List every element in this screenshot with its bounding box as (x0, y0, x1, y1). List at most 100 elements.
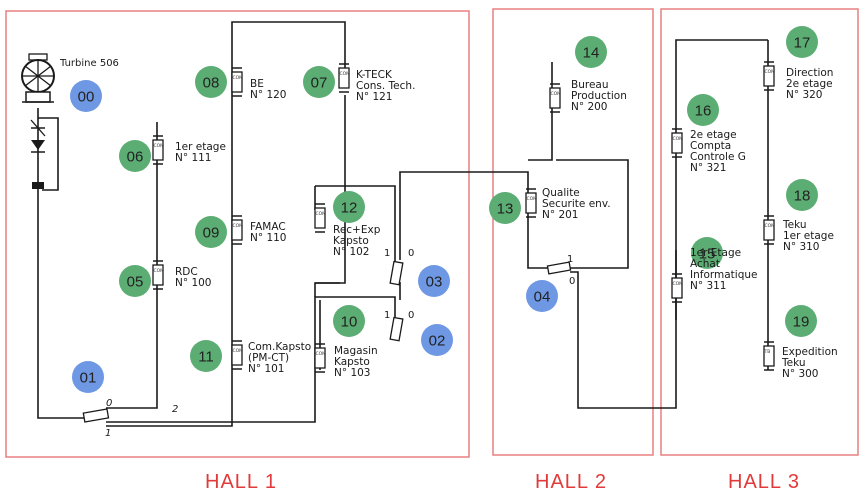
node-label-line: Direction (786, 67, 833, 79)
svg-text:1: 1 (105, 428, 111, 439)
node-circle (333, 305, 365, 337)
svg-text:1: 1 (384, 310, 390, 321)
node-circle (190, 340, 222, 372)
node-label-line: N° 320 (786, 89, 822, 101)
node-label-line: Teku (782, 219, 807, 231)
node-label-line: Achat (690, 258, 720, 270)
node-label-line: Cons. Tech. (356, 80, 415, 92)
node-circle (421, 324, 453, 356)
node-circle (72, 361, 104, 393)
node-label-line: N° 100 (175, 277, 211, 289)
node-label-line: N° 201 (542, 209, 578, 221)
diode-icon (30, 119, 46, 189)
com-tag: COM (673, 281, 684, 287)
node-label-line: Qualite (542, 187, 580, 199)
node-label-line: Rec+Exp (333, 224, 381, 236)
com-device-05: COM (152, 260, 164, 290)
node-circle (70, 80, 102, 112)
wire-turbine-feed (37, 108, 85, 419)
turbine-label: Turbine 506 (59, 58, 119, 69)
node-number: 18 (794, 188, 811, 205)
com-device-19: TB (763, 341, 775, 371)
node-circle (418, 265, 450, 297)
node-label-line: N° 300 (782, 368, 818, 380)
com-device-17: COM (763, 61, 775, 91)
node-number: 01 (80, 370, 97, 387)
node-circle (333, 191, 365, 223)
com-device-07: COM (338, 63, 350, 93)
node-03[interactable]: 03 (418, 265, 450, 297)
svg-text:0: 0 (408, 310, 414, 321)
node-circle (489, 192, 521, 224)
hall-3-title: HALL 3 (728, 471, 800, 493)
node-label-line: 1er etage (783, 230, 834, 242)
com-tag: COM (233, 75, 244, 81)
node-circle (687, 94, 719, 126)
node-number: 12 (341, 200, 358, 217)
com-tag: COM (527, 196, 538, 202)
node-label-line: Bureau (571, 79, 609, 91)
com-device-16: COM (671, 128, 683, 158)
node-label-line: 1er Etage (690, 247, 741, 259)
node-number: 06 (127, 149, 144, 166)
switch-01: 0 1 2 (82, 398, 178, 439)
node-02[interactable]: 02 (421, 324, 453, 356)
node-label-line: 2e etage (786, 78, 833, 90)
node-04[interactable]: 04 (526, 280, 558, 312)
node-number: 14 (583, 45, 600, 62)
node-01[interactable]: 01 (72, 361, 104, 393)
com-device-08: COM (231, 67, 244, 97)
node-label-line: Production (571, 90, 627, 102)
com-tag: TB (764, 349, 771, 355)
node-number: 11 (198, 349, 214, 366)
com-tag: COM (233, 348, 244, 354)
node-label-line: N° 110 (250, 232, 286, 244)
node-label-line: N° 101 (248, 363, 284, 375)
node-number: 00 (78, 89, 95, 106)
wire-12-to-03 (315, 185, 396, 262)
node-number: 15 (699, 246, 716, 263)
switch-04: 1 0 (546, 254, 575, 287)
node-circle (575, 36, 607, 68)
node-number: 13 (497, 201, 514, 218)
node-number: 07 (311, 75, 328, 92)
node-label-line: K-TECK (356, 69, 393, 81)
node-circle (691, 237, 723, 269)
node-label-line: Informatique (690, 269, 757, 281)
node-label-line: N° 102 (333, 246, 369, 258)
wire-turbine-bypass (38, 117, 59, 191)
node-number: 10 (341, 314, 358, 331)
com-device-13: COM (525, 188, 538, 218)
node-number: 05 (127, 274, 144, 291)
wire-hall1-hall2 (399, 171, 552, 269)
com-device-11: COM (231, 340, 244, 370)
node-label-line: Com.Kapsto (248, 341, 311, 353)
wire-05-06 (106, 122, 158, 409)
node-circle (786, 179, 818, 211)
node-label-line: N° 200 (571, 101, 607, 113)
node-label-line: Expedition (782, 346, 838, 358)
node-number: 17 (794, 35, 811, 52)
node-label-line: Kapsto (333, 235, 369, 247)
com-device-18: COM (763, 215, 775, 245)
node-label-line: N° 321 (690, 162, 726, 174)
node-00[interactable]: 00 (70, 80, 102, 112)
hall-1-title: HALL 1 (205, 471, 277, 493)
com-device-10: COM (314, 343, 326, 373)
